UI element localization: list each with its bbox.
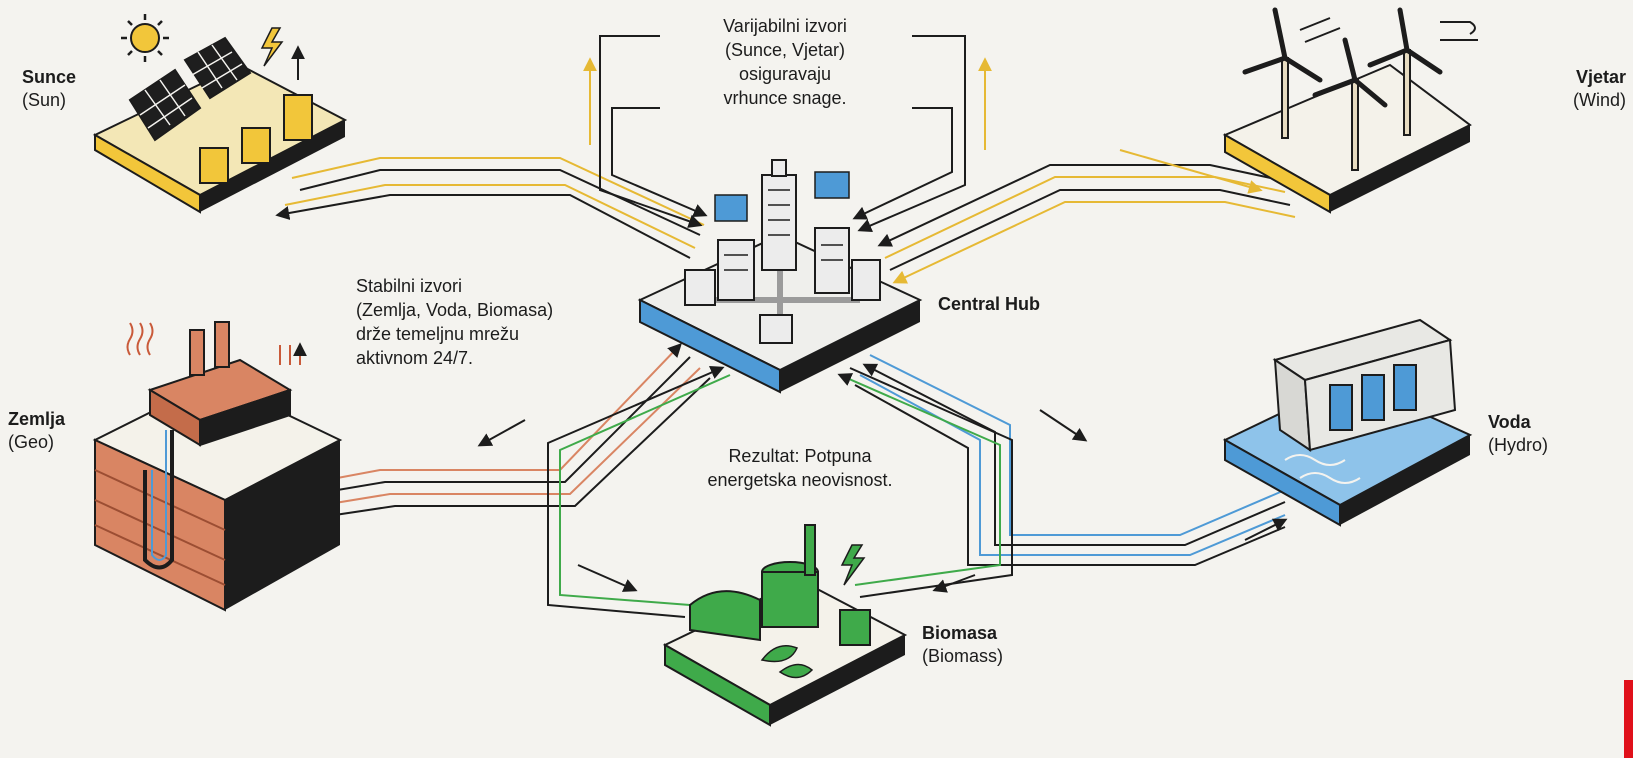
note-stable-line: drže temeljnu mrežu xyxy=(356,324,520,344)
label-wind-name: Vjetar xyxy=(1575,67,1626,87)
label-sun: Sunce (Sun) xyxy=(22,66,76,112)
lightning-icon xyxy=(840,544,866,586)
label-biomass-sub: (Biomass) xyxy=(922,646,1004,666)
wind-platform xyxy=(1222,7,1478,214)
wind-gust-icon xyxy=(1299,17,1478,43)
label-wind: Vjetar (Wind) xyxy=(1573,66,1626,112)
note-variable-sources: Varijabilni izvori (Sunce, Vjetar) osigu… xyxy=(670,14,900,110)
note-variable-line: osiguravaju xyxy=(738,64,832,84)
hydro-platform xyxy=(1222,318,1473,527)
label-sun-sub: (Sun) xyxy=(22,90,67,110)
flow-biomass-hub xyxy=(547,366,1013,618)
building-icon xyxy=(684,159,881,344)
label-biomass: Biomasa (Biomass) xyxy=(922,622,1003,668)
label-sun-name: Sunce xyxy=(22,67,77,87)
note-stable-line: (Zemlja, Voda, Biomasa) xyxy=(356,300,554,320)
biogas-tank-icon xyxy=(689,524,871,646)
label-biomass-name: Biomasa xyxy=(922,623,998,643)
label-hydro-sub: (Hydro) xyxy=(1488,435,1549,455)
chart-bubble-icon xyxy=(714,171,850,222)
note-variable-line: vrhunce snage. xyxy=(723,88,847,108)
label-hub-name: Central Hub xyxy=(938,294,1041,314)
biomass-platform xyxy=(662,524,908,727)
heat-arrows-icon xyxy=(279,345,300,365)
flow-note-brackets xyxy=(599,35,966,233)
solar-panel-icon xyxy=(128,36,252,142)
hub-platform xyxy=(637,159,923,394)
note-variable-line: Varijabilni izvori xyxy=(723,16,847,36)
geo-platform xyxy=(92,321,343,612)
label-geo-name: Zemlja xyxy=(8,409,66,429)
flow-wind-hub xyxy=(877,57,1296,284)
label-geo: Zemlja (Geo) xyxy=(8,408,65,454)
sun-platform xyxy=(92,14,348,214)
heat-waves-icon xyxy=(126,322,154,356)
label-wind-sub: (Wind) xyxy=(1573,90,1626,110)
note-result-line: energetska neovisnost. xyxy=(707,470,893,490)
note-stable-line: aktivnom 24/7. xyxy=(356,348,474,368)
lightning-icon xyxy=(260,27,284,67)
flow-hydro-hub xyxy=(854,354,1288,566)
battery-icon xyxy=(199,94,313,184)
label-hydro-name: Voda xyxy=(1488,412,1531,432)
dam-icon xyxy=(1272,318,1457,452)
leaf-icon xyxy=(760,645,814,679)
label-hydro: Voda (Hydro) xyxy=(1488,411,1548,457)
note-stable-sources: Stabilni izvori (Zemlja, Voda, Biomasa) … xyxy=(356,274,553,370)
wind-turbine-icon xyxy=(1242,7,1443,171)
note-result-line: Rezultat: Potpuna xyxy=(728,446,872,466)
label-geo-sub: (Geo) xyxy=(8,432,55,452)
label-hub: Central Hub xyxy=(938,293,1040,316)
sun-icon xyxy=(121,14,169,62)
factory-icon xyxy=(147,321,293,447)
note-stable-line: Stabilni izvori xyxy=(356,276,463,296)
corner-marker xyxy=(1624,680,1633,758)
note-variable-line: (Sunce, Vjetar) xyxy=(724,40,846,60)
flow-geo-hub xyxy=(285,342,711,531)
note-result: Rezultat: Potpuna energetska neovisnost. xyxy=(690,444,910,492)
flow-sun-hub xyxy=(275,57,705,259)
